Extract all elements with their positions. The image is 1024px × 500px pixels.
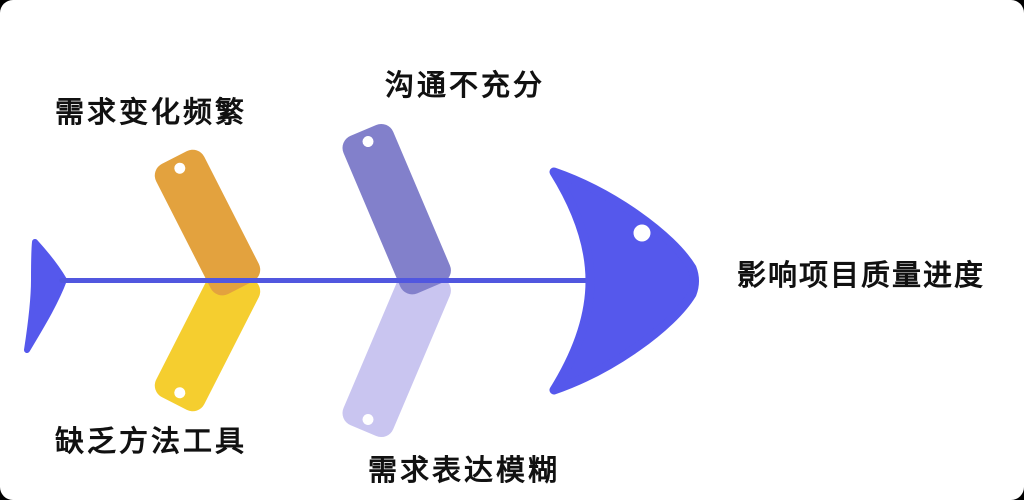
bone-bottom-2-bar [342, 266, 451, 438]
bone-bottom-2 [342, 266, 451, 438]
bone-top-1-bar [154, 149, 261, 296]
bone-top-1-dot [174, 162, 186, 174]
fish-eye-icon [633, 224, 651, 242]
cause-label-top-1: 需求变化频繁 [55, 97, 248, 129]
bone-bottom-1-dot [174, 387, 186, 399]
bone-bottom-2-dot [362, 413, 374, 425]
cause-label-bottom-2: 需求表达模糊 [368, 455, 561, 487]
bone-top-2-bar [342, 123, 451, 295]
bone-top-2 [342, 123, 451, 295]
bone-bottom-1 [154, 265, 261, 412]
fish-tail-icon [24, 239, 67, 353]
bone-top-1 [154, 149, 261, 296]
bone-bottom-1-bar [154, 265, 261, 412]
effect-label: 影响项目质量进度 [737, 260, 986, 292]
bone-top-2-dot [362, 136, 374, 148]
cause-label-bottom-1: 缺乏方法工具 [55, 426, 248, 458]
fish-head-icon [549, 167, 699, 395]
cause-label-top-2: 沟通不充分 [385, 70, 546, 102]
